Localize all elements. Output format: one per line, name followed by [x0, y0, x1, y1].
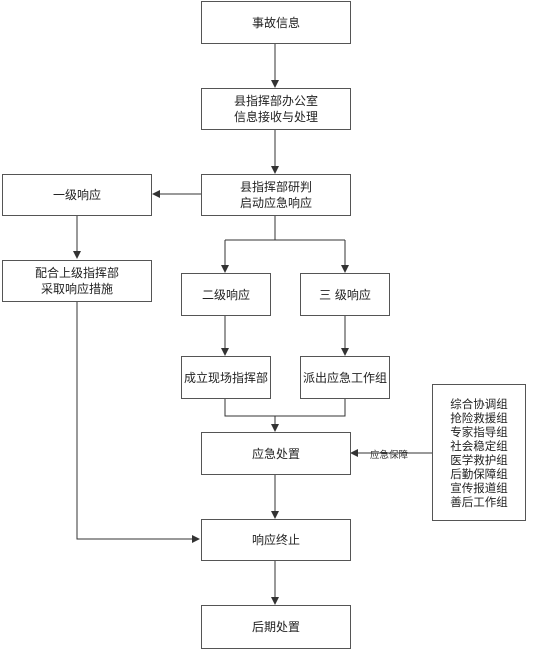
node-field-command: 成立现场指挥部 [181, 356, 271, 399]
node-text-line: 三 级响应 [319, 287, 371, 302]
node-level3: 三 级响应 [300, 273, 390, 316]
label-support: 应急保障 [370, 450, 409, 461]
node-cooperate: 配合上级指挥部采取响应措施 [2, 260, 152, 302]
node-text-line: 响应终止 [251, 533, 300, 547]
node-response-end: 响应终止 [201, 519, 351, 561]
node-dispatch-team: 派出应急工作组 [300, 356, 390, 399]
branch-judge-to-levels [225, 216, 276, 241]
node-text-line: 配合上级指挥部 [34, 266, 119, 280]
node-text-line: 成立现场指挥部 [183, 370, 268, 385]
node-emergency-handling: 应急处置 [201, 432, 351, 475]
node-text-line: 宣传报道组 [450, 480, 508, 495]
node-text-line: 社会稳定组 [450, 438, 508, 453]
node-text-line: 事故信息 [251, 15, 300, 30]
node-text-line: 县指挥部办公室 [233, 94, 318, 108]
node-county-office: 县指挥部办公室信息接收与处理 [201, 88, 351, 130]
node-aftermath: 后期处置 [201, 605, 351, 649]
node-support-groups: 综合协调组抢险救援组专家指导组社会稳定组医学救护组后勤保障组宣传报道组善后工作组 [432, 384, 526, 521]
node-level2: 二级响应 [181, 273, 271, 316]
node-text-line: 启动应急响应 [239, 196, 312, 210]
node-text-line: 信息接收与处理 [233, 110, 318, 124]
node-text-line: 专家指导组 [450, 424, 508, 439]
node-text-line: 一级响应 [52, 188, 101, 202]
node-level1: 一级响应 [2, 174, 152, 216]
arrow-cooperate-to-end [76, 302, 200, 543]
node-text-line: 采取响应措施 [40, 282, 113, 296]
node-text-line: 综合协调组 [450, 396, 508, 411]
node-text-line: 后期处置 [251, 620, 300, 634]
node-text-line: 后勤保障组 [450, 466, 508, 481]
node-text-line: 派出应急工作组 [302, 370, 387, 385]
merge-field [224, 399, 346, 417]
node-text-line: 县指挥部研判 [239, 180, 312, 194]
node-text-line: 应急处置 [251, 446, 300, 461]
node-text-line: 抢险救援组 [450, 410, 508, 425]
node-text-line: 医学救护组 [450, 452, 508, 467]
node-text-line: 善后工作组 [450, 494, 508, 509]
node-county-judge: 县指挥部研判启动应急响应 [201, 174, 351, 216]
node-accident-info: 事故信息 [201, 1, 351, 44]
node-text-line: 二级响应 [201, 287, 250, 302]
